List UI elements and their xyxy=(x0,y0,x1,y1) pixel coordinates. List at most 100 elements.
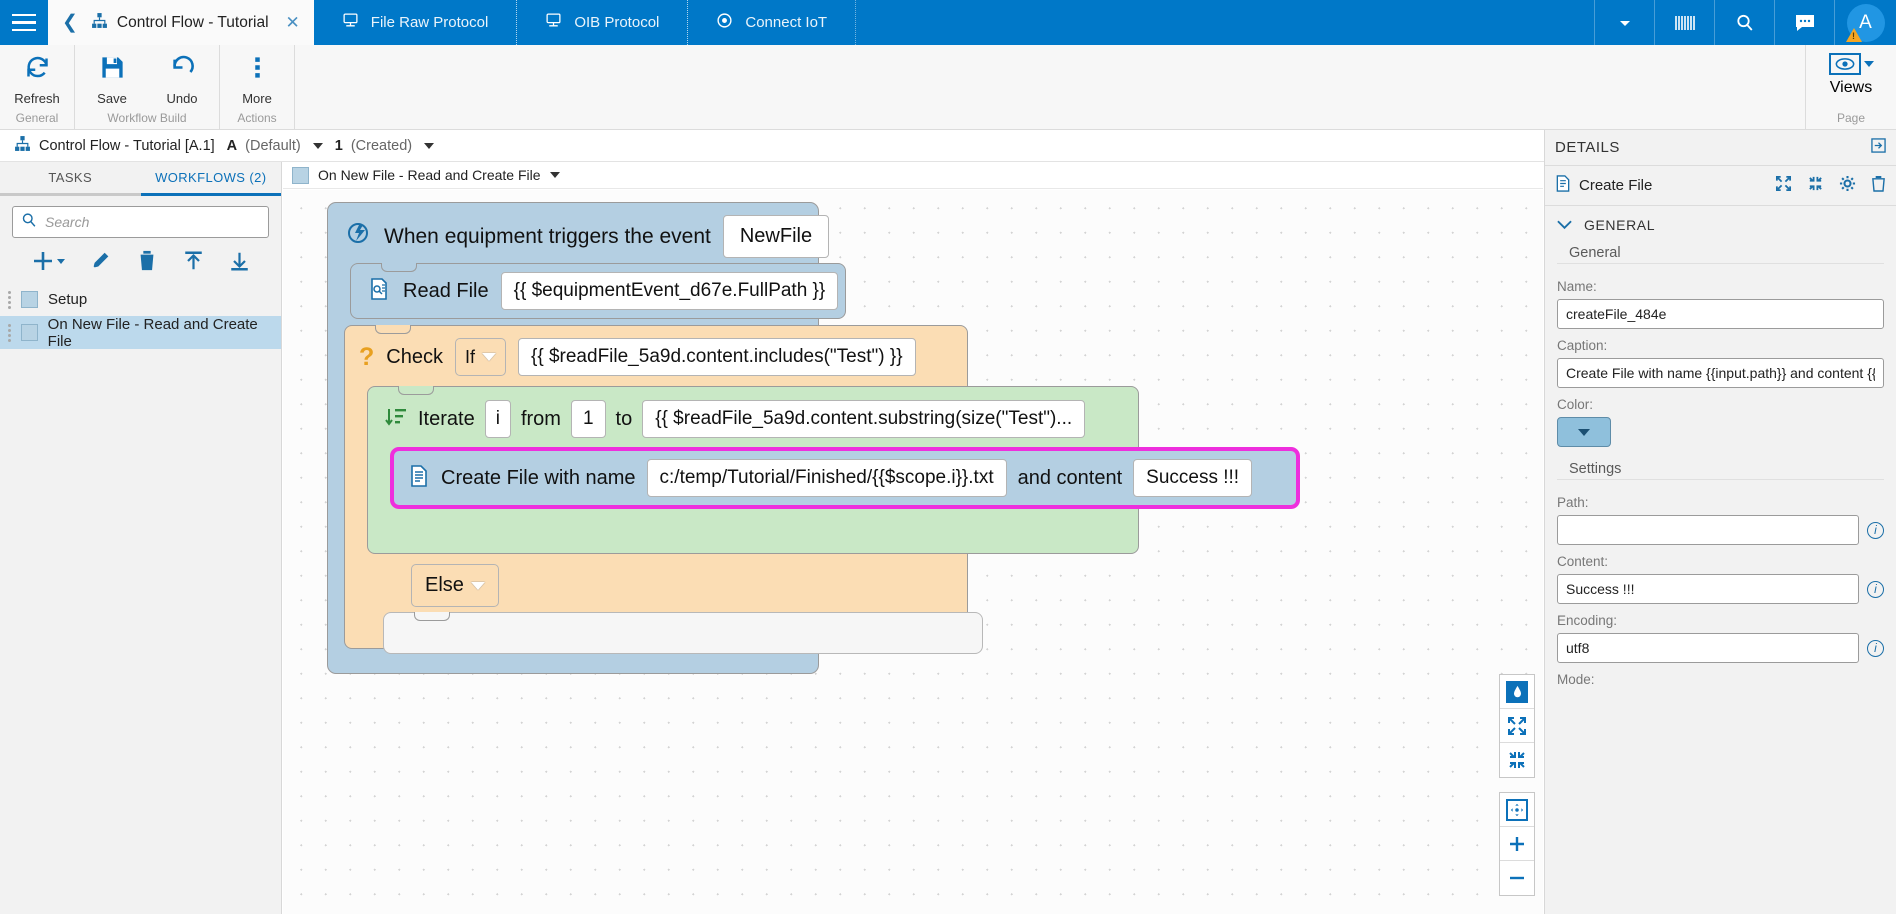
delete-workflow-button[interactable] xyxy=(137,250,157,272)
content-input[interactable] xyxy=(1557,574,1859,604)
read-file-icon xyxy=(367,277,391,306)
chevron-down-icon[interactable] xyxy=(1557,217,1572,233)
info-icon[interactable]: i xyxy=(1867,639,1884,657)
iterate-variable-field[interactable]: i xyxy=(484,400,511,438)
trash-icon[interactable] xyxy=(1871,175,1886,196)
tab-oib-protocol[interactable]: OIB Protocol xyxy=(516,0,689,45)
topbar-actions: A xyxy=(1594,0,1896,45)
block-swatch xyxy=(21,324,38,341)
content-field-label: Content: xyxy=(1557,554,1609,569)
details-section-general[interactable]: GENERAL xyxy=(1545,206,1896,241)
version-state: (Default) xyxy=(245,137,301,154)
tab-file-raw-protocol[interactable]: File Raw Protocol xyxy=(312,0,518,45)
gear-circle-icon xyxy=(716,12,733,33)
chat-icon[interactable] xyxy=(1774,0,1834,45)
expand-icon[interactable] xyxy=(1775,175,1792,196)
color-picker-button[interactable] xyxy=(1557,417,1611,447)
sitemap-icon xyxy=(91,12,108,34)
views-button[interactable]: Views xyxy=(1808,45,1894,111)
drag-handle-icon[interactable] xyxy=(8,290,11,309)
create-file-content-label: and content xyxy=(1017,466,1123,489)
edit-workflow-button[interactable] xyxy=(90,250,112,272)
block-notch xyxy=(414,612,450,621)
more-button[interactable]: More xyxy=(222,45,292,111)
drag-handle-icon[interactable] xyxy=(8,323,11,342)
workflow-canvas[interactable]: When equipment triggers the event NewFil… xyxy=(283,190,1543,914)
iterate-to-label: to xyxy=(615,407,633,430)
canvas-header[interactable]: On New File - Read and Create File xyxy=(283,162,1543,189)
else-drop-slot[interactable] xyxy=(383,612,983,654)
block-read-file[interactable]: Read File {{ $equipmentEvent_d67e.FullPa… xyxy=(350,263,846,319)
iterate-from-field[interactable]: 1 xyxy=(570,400,606,438)
search-input[interactable] xyxy=(45,214,260,230)
canvas-tools-group-zoom xyxy=(1499,792,1535,896)
details-title: Create File xyxy=(1579,177,1653,194)
avatar[interactable]: A xyxy=(1834,0,1896,45)
read-file-path-field[interactable]: {{ $equipmentEvent_d67e.FullPath }} xyxy=(500,272,839,310)
chevron-down-icon[interactable] xyxy=(1594,0,1654,45)
export-workflow-button[interactable] xyxy=(229,250,250,272)
block-iterate[interactable]: Iterate i from 1 to {{ $readFile_5a9d.co… xyxy=(367,386,1300,554)
refresh-icon xyxy=(24,54,51,86)
create-file-name-field[interactable]: c:/temp/Tutorial/Finished/{{$scope.i}}.t… xyxy=(646,459,1007,497)
active-tab-control-flow-tutorial[interactable]: ❮ Control Flow - Tutorial ✕ xyxy=(48,0,314,45)
list-item-setup[interactable]: Setup xyxy=(0,283,281,316)
block-trigger[interactable]: When equipment triggers the event NewFil… xyxy=(327,202,1300,674)
path-input[interactable] xyxy=(1557,515,1859,545)
import-workflow-button[interactable] xyxy=(183,250,204,272)
tab-workflows[interactable]: WORKFLOWS (2) xyxy=(140,162,281,196)
collapse-all-icon[interactable] xyxy=(1500,743,1534,777)
info-icon[interactable]: i xyxy=(1867,580,1884,598)
tab-tasks[interactable]: TASKS xyxy=(0,162,141,196)
chevron-down-icon[interactable] xyxy=(549,172,560,178)
save-button[interactable]: Save xyxy=(77,45,147,111)
encoding-input[interactable] xyxy=(1557,633,1859,663)
barcode-icon[interactable] xyxy=(1654,0,1714,45)
block-create-file[interactable]: Create File with name c:/temp/Tutorial/F… xyxy=(390,447,1300,509)
refresh-button[interactable]: Refresh xyxy=(2,45,72,111)
caption-field-row xyxy=(1545,358,1896,388)
else-dropdown[interactable]: Else xyxy=(411,564,499,607)
add-workflow-button[interactable] xyxy=(31,249,65,273)
hamburger-menu-icon[interactable] xyxy=(0,0,48,45)
fit-to-view-icon[interactable] xyxy=(1500,793,1534,827)
block-notch xyxy=(398,386,434,395)
name-field-row xyxy=(1545,299,1896,329)
collapse-icon[interactable] xyxy=(1807,175,1824,196)
check-operator-dropdown[interactable]: If xyxy=(454,338,506,376)
top-bar: ❮ Control Flow - Tutorial ✕ File Raw Pro… xyxy=(0,0,1896,45)
caption-input[interactable] xyxy=(1557,358,1884,388)
search-box[interactable] xyxy=(12,206,269,238)
ribbon-right: Views Page xyxy=(1805,45,1896,129)
check-condition-field[interactable]: {{ $readFile_5a9d.content.includes("Test… xyxy=(518,338,916,376)
list-item-on-new-file[interactable]: On New File - Read and Create File xyxy=(0,316,281,350)
chevron-down-icon[interactable] xyxy=(312,142,323,149)
panel-expand-icon[interactable] xyxy=(1871,138,1886,157)
expand-all-icon[interactable] xyxy=(1500,709,1534,743)
chevron-down-icon[interactable] xyxy=(482,353,496,361)
chevron-down-icon[interactable] xyxy=(424,142,435,149)
info-icon[interactable]: i xyxy=(1867,521,1884,539)
protocol-icon xyxy=(545,12,562,33)
chevron-down-icon[interactable] xyxy=(1863,61,1874,67)
search-icon[interactable] xyxy=(1714,0,1774,45)
trigger-event-field[interactable]: NewFile xyxy=(722,215,830,258)
block-check-if[interactable]: ? Check If {{ $readFile_5a9d.content.inc… xyxy=(344,325,1300,654)
zoom-out-icon[interactable] xyxy=(1500,861,1534,895)
iterate-to-field[interactable]: {{ $readFile_5a9d.content.substring(size… xyxy=(642,400,1086,438)
canvas-tools-group-view xyxy=(1499,674,1535,778)
close-icon[interactable]: ✕ xyxy=(285,12,300,32)
gear-icon[interactable] xyxy=(1839,175,1856,196)
name-input[interactable] xyxy=(1557,299,1884,329)
create-file-icon xyxy=(1555,175,1571,196)
eye-icon xyxy=(1828,53,1861,75)
chevron-down-icon[interactable] xyxy=(56,258,65,264)
theme-icon[interactable] xyxy=(1500,675,1534,709)
check-operator-label: If xyxy=(464,346,475,367)
chevron-down-icon[interactable] xyxy=(470,581,485,590)
create-file-content-field[interactable]: Success !!! xyxy=(1133,459,1253,497)
chevron-left-icon[interactable]: ❮ xyxy=(62,12,78,33)
zoom-in-icon[interactable] xyxy=(1500,827,1534,861)
undo-button[interactable]: Undo xyxy=(147,45,217,111)
tab-connect-iot[interactable]: Connect IoT xyxy=(687,0,857,45)
